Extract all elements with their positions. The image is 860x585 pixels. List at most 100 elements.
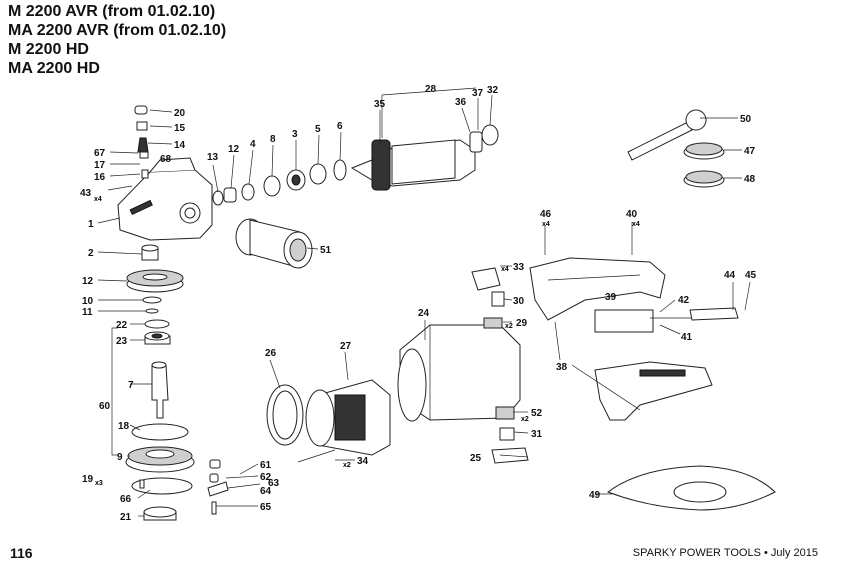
title-line-3: M 2200 HD [8,41,89,58]
label-7: 7 [128,380,134,391]
footer-brand-date: SPARKY POWER TOOLS • July 2015 [632,547,818,559]
label-61: 61 [260,460,272,471]
qty-29: x2 [505,323,513,330]
label-65: 65 [260,502,272,513]
label-9: 9 [117,452,123,463]
qty-43: x4 [94,196,102,203]
side-handle [235,218,313,269]
label-4: 4 [250,139,256,150]
label-41: 41 [681,332,693,343]
qty-52: x2 [521,416,529,423]
label-28: 28 [425,84,437,95]
qty-46: x4 [542,221,550,228]
flange-assembly [125,423,195,521]
label-32: 32 [487,85,499,96]
label-36: 36 [455,97,467,108]
wheel-guard [606,465,776,511]
label-14: 14 [174,140,186,151]
label-24: 24 [418,308,430,319]
label-17: 17 [94,160,106,171]
label-49: 49 [589,490,601,501]
label-5: 5 [315,124,321,135]
label-64: 64 [260,486,272,497]
label-12-top: 12 [228,144,240,155]
qty-40: x4 [632,221,640,228]
label-23: 23 [116,336,128,347]
label-39: 39 [605,292,617,303]
spindle [151,361,169,419]
label-25: 25 [470,453,482,464]
field-coil-ring [266,384,304,446]
stator [305,379,391,456]
label-29: 29 [516,318,528,329]
label-62: 62 [260,472,272,483]
label-52: 52 [531,408,543,419]
label-50: 50 [740,114,752,125]
label-13: 13 [207,152,219,163]
label-2: 2 [88,248,94,259]
label-11: 11 [82,307,93,318]
label-46: 46 [540,209,552,220]
switch-assembly [594,307,739,333]
label-22: 22 [116,320,128,331]
spanner-wrench [627,109,707,161]
label-63: 63 [268,478,280,489]
label-3: 3 [292,129,298,140]
label-67: 67 [94,148,106,159]
washers-10-11 [142,296,162,314]
qty-33: x4 [501,266,509,273]
label-51: 51 [320,245,332,256]
label-6: 6 [337,121,343,132]
motor-housing [397,324,521,422]
label-60: 60 [99,401,111,412]
label-68: 68 [160,154,172,165]
label-66: 66 [120,494,132,505]
label-35: 35 [374,99,386,110]
armature [350,124,499,191]
label-45: 45 [745,270,757,281]
label-1: 1 [88,219,94,230]
group-bracket-60 [111,327,118,456]
label-47: 47 [744,146,756,157]
qty-19: x3 [95,480,103,487]
bearing-cup [141,244,159,261]
label-34: 34 [357,456,369,467]
label-37: 37 [472,88,484,99]
label-15: 15 [174,123,186,134]
label-19: 19 [82,474,94,485]
label-40: 40 [626,209,638,220]
small-screws [207,459,229,515]
rear-handle-upper [529,257,666,321]
label-31: 31 [531,429,543,440]
label-16: 16 [94,172,106,183]
label-12: 12 [82,276,94,287]
gear-head-housing [117,157,213,241]
label-42: 42 [678,295,690,306]
label-21: 21 [120,512,132,523]
label-8: 8 [270,134,276,145]
model-titles: M 2200 AVR (from 01.02.10) MA 2200 AVR (… [8,2,226,78]
label-43: 43 [80,188,92,199]
label-10: 10 [82,296,94,307]
spring-34 [297,449,336,463]
label-27: 27 [340,341,352,352]
label-48: 48 [744,174,756,185]
label-18: 18 [118,421,130,432]
label-44: 44 [724,270,736,281]
title-line-2: MA 2200 AVR (from 01.02.10) [8,22,227,39]
part-labels: 20 15 14 67 68 17 16 43 x4 1 2 12 10 11 … [80,84,757,523]
spindle-bearing [144,319,171,345]
label-20: 20 [174,108,186,119]
title-line-4: MA 2200 HD [8,60,100,77]
page-number: 116 [10,545,33,561]
label-38: 38 [556,362,568,373]
label-30: 30 [513,296,525,307]
label-26: 26 [265,348,277,359]
label-33: 33 [513,262,525,273]
spindle-lock-parts [107,105,149,191]
rear-handle-lower [594,361,713,421]
outer-flanges [683,142,725,188]
qty-34: x2 [343,462,351,469]
gear-wheel [126,269,184,293]
